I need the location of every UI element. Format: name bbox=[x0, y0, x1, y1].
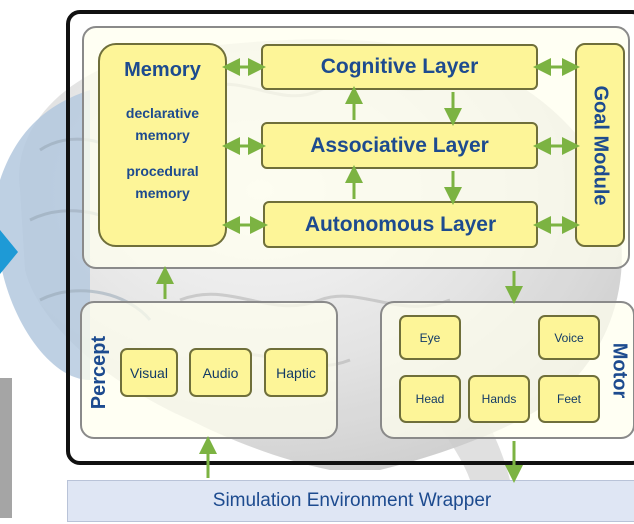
procedural-memory-line2: memory bbox=[135, 185, 190, 201]
cognitive-layer-box: Cognitive Layer bbox=[261, 44, 538, 90]
percept-audio-box: Audio bbox=[189, 348, 252, 397]
motor-head-box: Head bbox=[399, 375, 461, 423]
declarative-memory-line1: declarative bbox=[125, 105, 200, 121]
percept-haptic-box: Haptic bbox=[264, 348, 328, 397]
blue-pointer-arrow bbox=[0, 230, 18, 274]
percept-visual-box: Visual bbox=[120, 348, 178, 397]
autonomous-layer-box: Autonomous Layer bbox=[263, 201, 538, 248]
declarative-memory-line2: memory bbox=[135, 127, 190, 143]
motor-voice-box: Voice bbox=[538, 315, 600, 360]
memory-title: Memory bbox=[124, 59, 201, 81]
motor-feet-box: Feet bbox=[538, 375, 600, 423]
motor-eye-box: Eye bbox=[399, 315, 461, 360]
motor-hands-box: Hands bbox=[468, 375, 530, 423]
simulation-environment-wrapper: Simulation Environment Wrapper bbox=[67, 480, 634, 522]
associative-layer-box: Associative Layer bbox=[261, 122, 538, 169]
memory-box: Memory declarative memory procedural mem… bbox=[98, 43, 227, 247]
procedural-memory-line1: procedural bbox=[126, 163, 199, 179]
